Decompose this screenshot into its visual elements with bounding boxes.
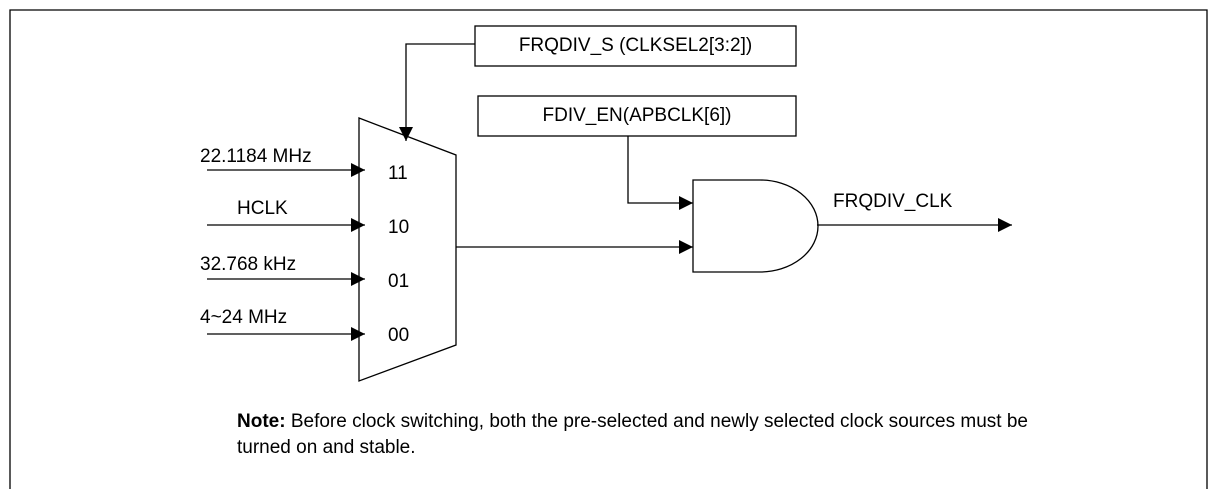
select-register-box (474, 25, 797, 67)
input-label-22mhz: 22.1184 MHz (200, 146, 312, 167)
output-label: FRQDIV_CLK (833, 191, 953, 212)
frame-border (9, 9, 1208, 489)
enable-line (627, 136, 693, 210)
and-gate (692, 179, 819, 273)
select-line (399, 43, 475, 141)
mux-code-01: 01 (388, 271, 410, 292)
enable-register-box (477, 95, 797, 137)
enable-register-label: FDIV_EN(APBCLK[6]) (542, 105, 732, 126)
mux-code-11: 11 (388, 163, 408, 184)
note-label: Note: (237, 411, 286, 432)
select-register-label: FRQDIV_S (CLKSEL2[3:2]) (518, 35, 753, 56)
mux-code-10: 10 (388, 217, 410, 238)
note: Note: Before clock switching, both the p… (237, 409, 1057, 461)
multiplexer (358, 117, 457, 382)
input-label-4-24mhz: 4~24 MHz (200, 307, 288, 328)
input-label-32khz: 32.768 kHz (200, 254, 297, 275)
note-text: Before clock switching, both the pre-sel… (237, 411, 1028, 458)
mux-code-00: 00 (388, 325, 410, 346)
input-label-hclk: HCLK (237, 198, 288, 219)
